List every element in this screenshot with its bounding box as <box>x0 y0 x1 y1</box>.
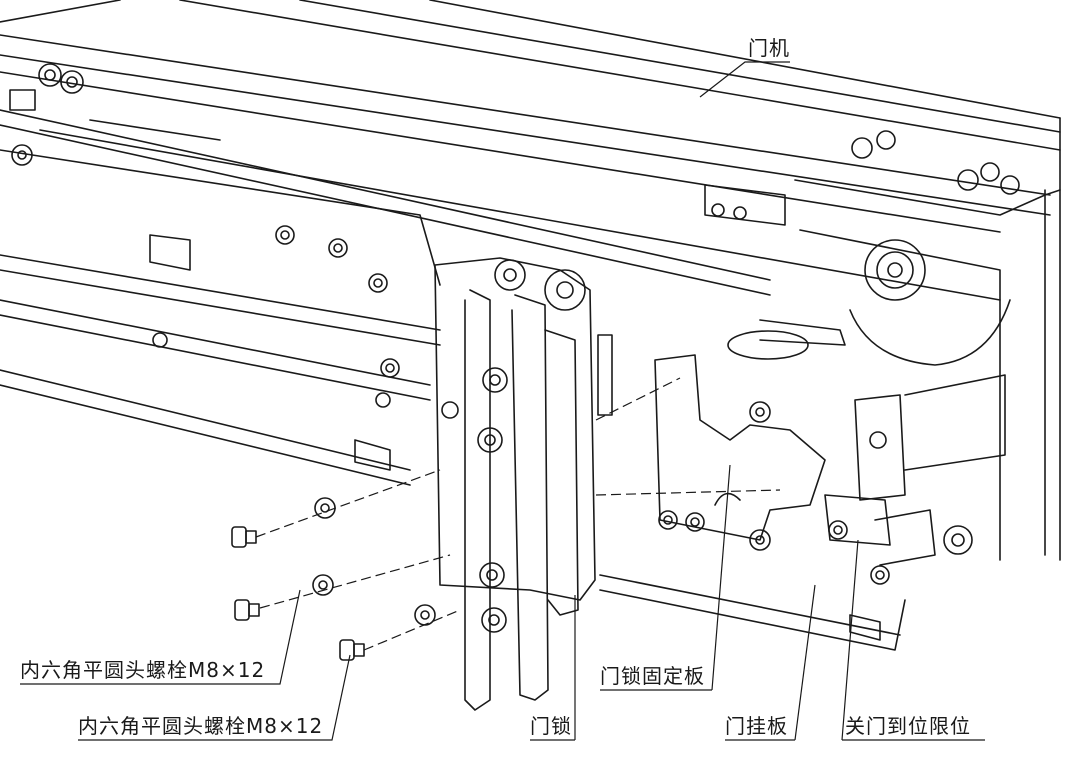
left-roller-group <box>9 63 221 166</box>
main-beam <box>0 149 441 486</box>
bolt-1 <box>231 526 257 548</box>
bolt-3 <box>339 639 365 661</box>
door-lock-assembly <box>434 257 613 711</box>
top-rail <box>0 0 1061 561</box>
alignment-lines <box>255 377 781 651</box>
lock-fixing-plate <box>654 354 826 551</box>
bolt-2 <box>234 599 260 621</box>
door-hanger-plate <box>599 574 906 651</box>
label-door-hanger-plate: 门挂板 <box>725 714 788 738</box>
label-door-machine: 门机 <box>748 36 790 60</box>
washer-3 <box>414 604 436 626</box>
close-limit-switch <box>824 494 973 585</box>
label-close-limit: 关门到位限位 <box>845 714 971 738</box>
beam-bolts <box>152 225 400 408</box>
label-lock-fixing-plate: 门锁固定板 <box>600 664 705 688</box>
leader-lines <box>20 61 985 741</box>
label-door-lock: 门锁 <box>530 714 572 738</box>
label-bolt-1: 内六角平圆头螺栓M8×12 <box>20 658 266 682</box>
washer-2 <box>312 574 334 596</box>
label-bolt-2: 内六角平圆头螺栓M8×12 <box>78 714 324 738</box>
right-end-frame <box>704 130 1061 561</box>
